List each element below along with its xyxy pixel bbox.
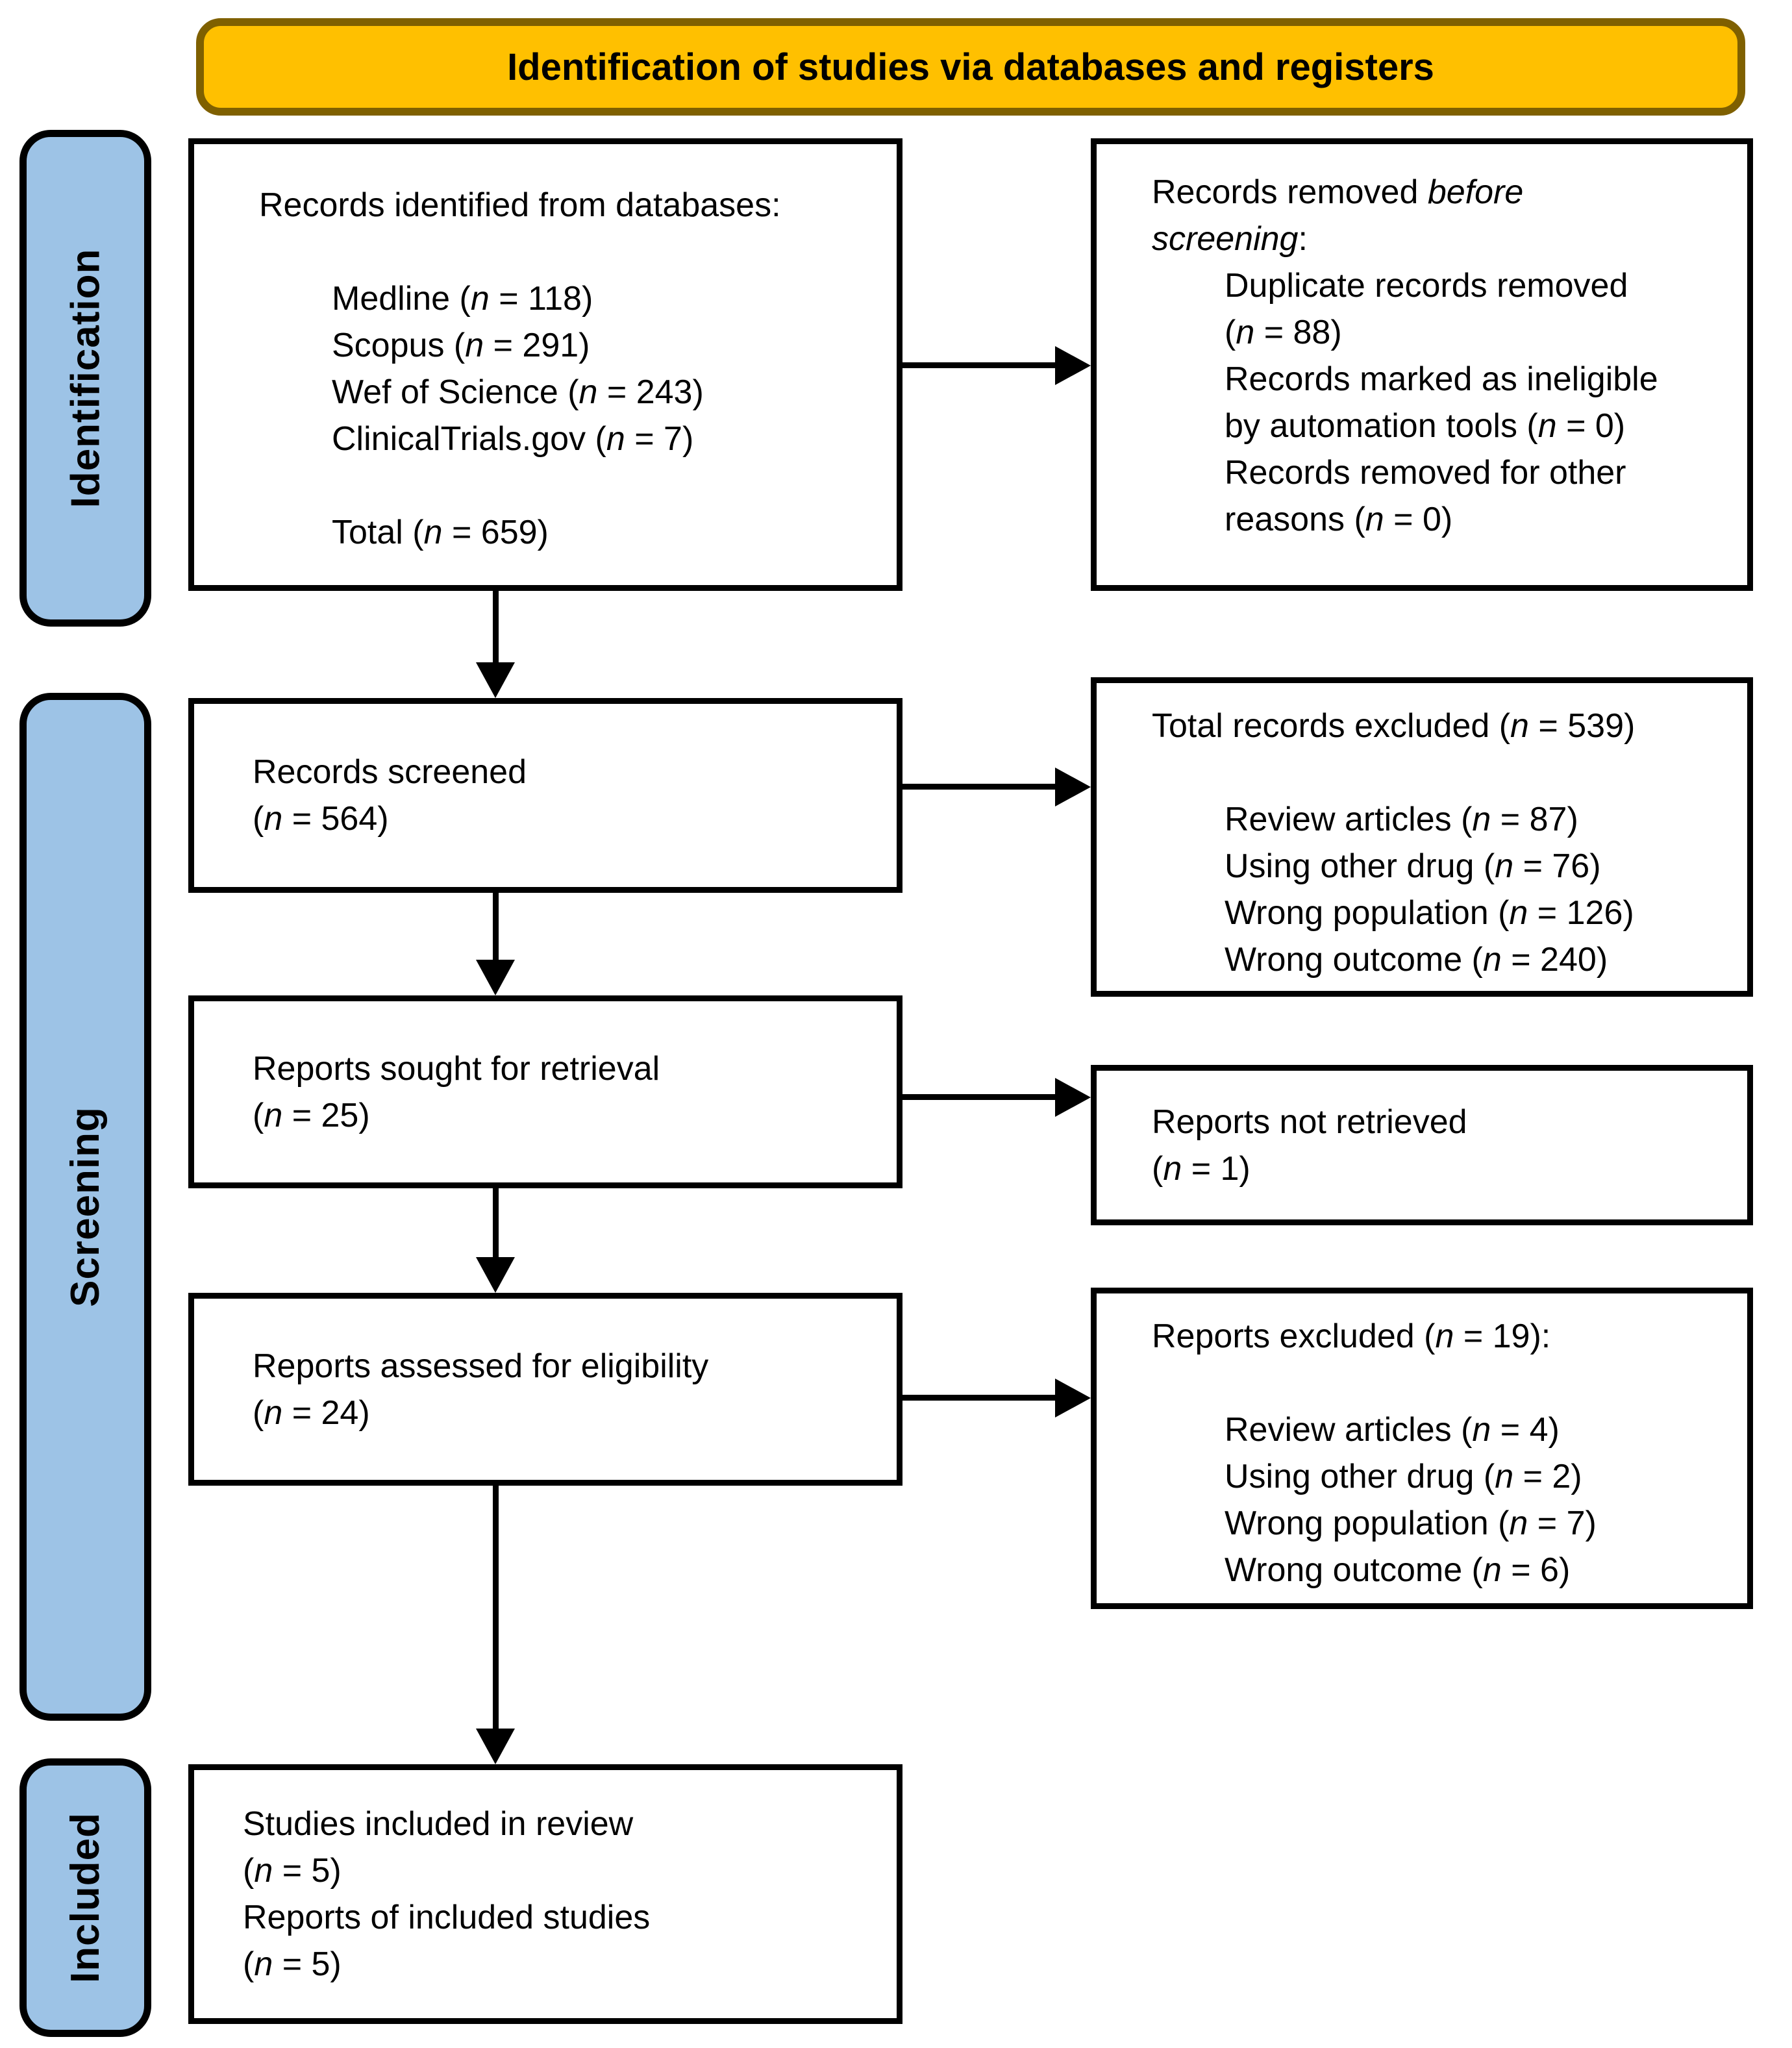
box-records-excluded: Total records excluded (n = 539) Review … bbox=[1091, 677, 1753, 997]
box-line: Medline (n = 118) bbox=[332, 280, 593, 318]
box-line: Review articles (n = 87) bbox=[1225, 801, 1578, 838]
box-line: Records removed before bbox=[1152, 173, 1524, 211]
box-line: Reports not retrieved bbox=[1152, 1103, 1467, 1141]
box-line: Records screened bbox=[253, 753, 527, 791]
box-line: screening: bbox=[1152, 220, 1308, 258]
box-line: Reports excluded (n = 19): bbox=[1152, 1317, 1551, 1355]
box-line bbox=[1152, 1360, 1737, 1406]
stage-label-included: Included bbox=[19, 1758, 151, 2037]
box-line: Review articles (n = 4) bbox=[1225, 1411, 1560, 1449]
arrow-identified-to-removed-line bbox=[902, 362, 1058, 368]
box-line: reasons (n = 0) bbox=[1225, 501, 1453, 538]
box-records-removed-before-screening: Records removed before screening: Duplic… bbox=[1091, 138, 1753, 591]
title-banner: Identification of studies via databases … bbox=[196, 18, 1745, 116]
box-reports-not-retrieved: Reports not retrieved (n = 1) bbox=[1091, 1065, 1753, 1225]
box-line: Records identified from databases: bbox=[259, 186, 781, 224]
stage-label-screening: Screening bbox=[19, 693, 151, 1721]
box-records-screened: Records screened (n = 564) bbox=[188, 698, 902, 893]
arrow-sought-to-assessed-line bbox=[493, 1188, 499, 1260]
box-line: Wrong population (n = 7) bbox=[1225, 1505, 1597, 1542]
box-line: Records marked as ineligible bbox=[1225, 360, 1658, 398]
arrow-screened-to-sought-line bbox=[493, 893, 499, 963]
box-line: Using other drug (n = 2) bbox=[1225, 1458, 1582, 1495]
box-line: Reports sought for retrieval bbox=[253, 1049, 660, 1088]
stage-label-identification-text: Identification bbox=[63, 248, 108, 508]
arrow-sought-to-not-retrieved-line bbox=[902, 1094, 1058, 1100]
box-line: (n = 24) bbox=[253, 1393, 370, 1432]
box-line: (n = 88) bbox=[1225, 314, 1342, 351]
box-line: (n = 5) bbox=[243, 1852, 342, 1890]
box-line: (n = 25) bbox=[253, 1096, 370, 1134]
box-line: by automation tools (n = 0) bbox=[1225, 407, 1626, 445]
box-reports-excluded: Reports excluded (n = 19): Review articl… bbox=[1091, 1288, 1753, 1609]
box-line: Scopus (n = 291) bbox=[332, 327, 590, 364]
box-line: Wef of Science (n = 243) bbox=[332, 373, 704, 411]
box-line: Reports of included studies bbox=[243, 1899, 651, 1936]
arrow-assessed-to-included-head bbox=[476, 1729, 515, 1764]
box-reports-sought: Reports sought for retrieval (n = 25) bbox=[188, 995, 902, 1188]
box-line: Duplicate records removed bbox=[1225, 267, 1628, 305]
box-line: Records removed for other bbox=[1225, 454, 1626, 492]
box-line: (n = 1) bbox=[1152, 1149, 1251, 1188]
title-banner-text: Identification of studies via databases … bbox=[507, 45, 1434, 88]
box-line: Studies included in review bbox=[243, 1805, 634, 1843]
stage-label-identification: Identification bbox=[19, 130, 151, 627]
box-line bbox=[259, 462, 887, 509]
arrow-sought-to-not-retrieved-head bbox=[1055, 1078, 1091, 1117]
arrow-assessed-to-included-line bbox=[493, 1486, 499, 1732]
box-line: Wrong population (n = 126) bbox=[1225, 894, 1634, 932]
box-line: (n = 5) bbox=[243, 1945, 342, 1983]
arrow-identified-to-screened-line bbox=[493, 591, 499, 666]
stage-label-screening-text: Screening bbox=[63, 1106, 108, 1307]
box-studies-included: Studies included in review (n = 5) Repor… bbox=[188, 1764, 902, 2024]
box-line: Total (n = 659) bbox=[332, 514, 549, 551]
arrow-screened-to-excluded-head bbox=[1055, 768, 1091, 806]
stage-label-included-text: Included bbox=[63, 1812, 108, 1983]
box-line bbox=[1152, 749, 1737, 796]
arrow-assessed-to-reports-excluded-head bbox=[1055, 1379, 1091, 1417]
box-line: (n = 564) bbox=[253, 800, 389, 838]
arrow-screened-to-excluded-line bbox=[902, 784, 1058, 790]
box-line: Total records excluded (n = 539) bbox=[1152, 707, 1636, 745]
box-line bbox=[259, 229, 887, 275]
box-records-identified: Records identified from databases: Medli… bbox=[188, 138, 902, 591]
box-line: Using other drug (n = 76) bbox=[1225, 847, 1601, 885]
box-reports-assessed: Reports assessed for eligibility (n = 24… bbox=[188, 1293, 902, 1486]
arrow-identified-to-removed-head bbox=[1055, 346, 1091, 385]
arrow-screened-to-sought-head bbox=[476, 960, 515, 995]
box-line: Reports assessed for eligibility bbox=[253, 1347, 709, 1385]
arrow-identified-to-screened-head bbox=[476, 662, 515, 698]
arrow-sought-to-assessed-head bbox=[476, 1257, 515, 1293]
arrow-assessed-to-reports-excluded-line bbox=[902, 1395, 1058, 1401]
box-line: Wrong outcome (n = 240) bbox=[1225, 941, 1608, 979]
box-line: Wrong outcome (n = 6) bbox=[1225, 1551, 1571, 1589]
box-line: ClinicalTrials.gov (n = 7) bbox=[332, 420, 694, 458]
